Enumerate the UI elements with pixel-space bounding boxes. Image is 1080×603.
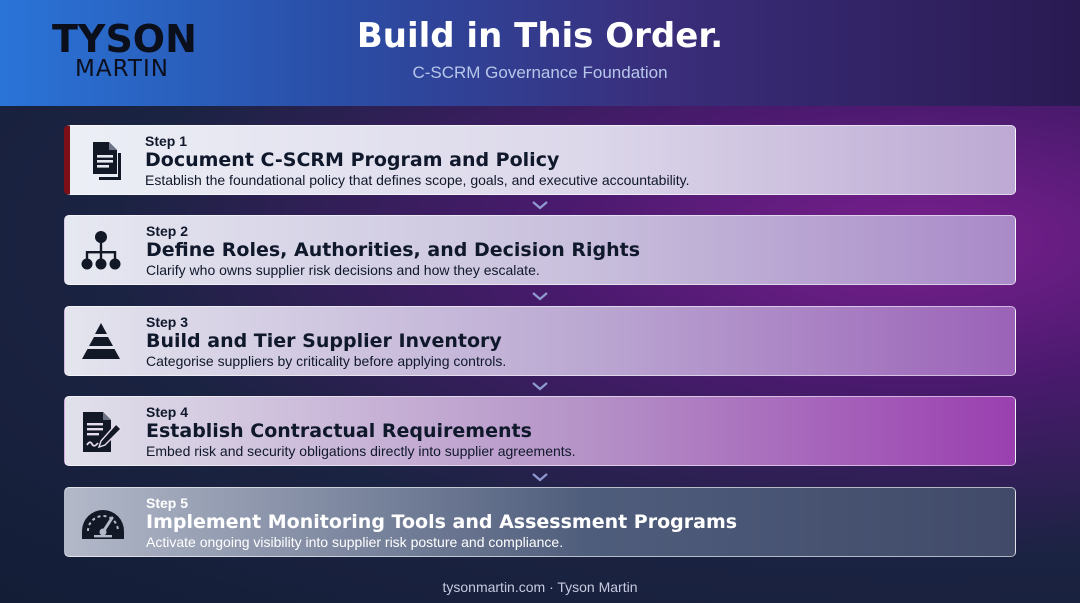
step-card-1: Step 1 Document C-SCRM Program and Polic… [64, 125, 1016, 195]
step-title: Document C-SCRM Program and Policy [145, 149, 560, 171]
gauge-icon [79, 501, 124, 545]
logo-bottom-text: MARTIN [75, 56, 169, 82]
chevron-down-icon [532, 382, 548, 391]
page-subtitle: C-SCRM Governance Foundation [412, 63, 668, 82]
page-title: Build in This Order. [356, 16, 724, 56]
logo-top-text: TYSON [52, 17, 197, 61]
chevron-down-icon [532, 292, 548, 301]
step-title: Establish Contractual Requirements [146, 420, 532, 442]
step-label: Step 1 [145, 133, 188, 149]
step-description: Embed risk and security obligations dire… [146, 443, 576, 459]
document-icon [84, 139, 128, 183]
step-card-5: Step 5 Implement Monitoring Tools and As… [64, 487, 1016, 557]
org-chart-icon [79, 229, 123, 273]
step-label: Step 4 [146, 404, 189, 420]
pyramid-icon [79, 320, 123, 364]
footer-credit: tysonmartin.com · Tyson Martin [442, 579, 638, 595]
step-title: Implement Monitoring Tools and Assessmen… [146, 511, 738, 533]
step-title: Define Roles, Authorities, and Decision … [146, 239, 641, 261]
step-description: Establish the foundational policy that d… [145, 172, 690, 188]
chevron-down-icon [532, 473, 548, 482]
step-card-3: Step 3 Build and Tier Supplier Inventory… [64, 306, 1016, 376]
step-card-4: Step 4 Establish Contractual Requirement… [64, 396, 1016, 466]
step-label: Step 3 [146, 314, 189, 330]
header-banner: TYSON MARTIN Build in This Order. C-SCRM… [0, 0, 1080, 106]
chevron-down-icon [532, 201, 548, 210]
step-label: Step 5 [146, 495, 189, 511]
step-description: Clarify who owns supplier risk decisions… [146, 262, 540, 278]
step-label: Step 2 [146, 223, 189, 239]
step-card-2: Step 2 Define Roles, Authorities, and De… [64, 215, 1016, 285]
step-description: Categorise suppliers by criticality befo… [146, 353, 507, 369]
brand-logo: TYSON MARTIN [52, 17, 197, 82]
step-description: Activate ongoing visibility into supplie… [146, 534, 564, 550]
contract-icon [79, 410, 123, 454]
step-title: Build and Tier Supplier Inventory [146, 330, 502, 352]
